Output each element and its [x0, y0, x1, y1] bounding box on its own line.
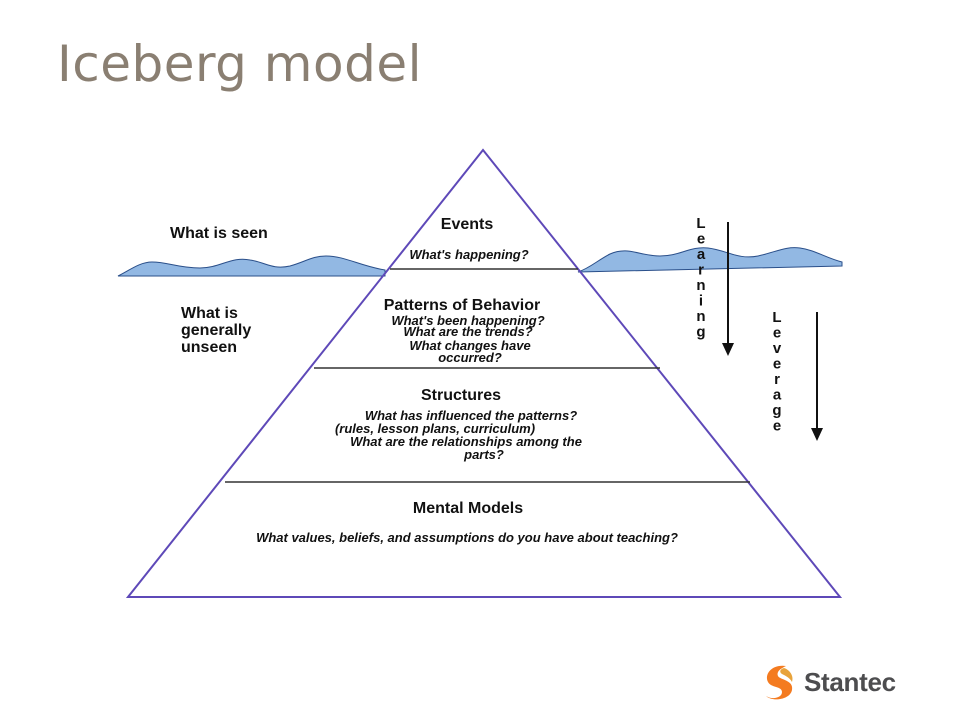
water-left	[117, 255, 386, 277]
layer-title-events: Events	[441, 216, 494, 233]
layer-question-patterns-1: What's been happening?	[391, 313, 544, 328]
learning-letter: L	[696, 215, 705, 232]
layer-title-structures: Structures	[421, 387, 501, 404]
layer-question-structures-2: (rules, lesson plans, curriculum)	[335, 421, 535, 436]
layer-question-structures-4: parts?	[463, 447, 504, 462]
layer-question-events-1: What's happening?	[409, 247, 528, 262]
learning-letter: e	[697, 231, 705, 248]
leverage-letter: e	[773, 356, 781, 373]
iceberg-pyramid	[125, 148, 843, 598]
stantec-logo: Stantec	[760, 662, 896, 702]
unseen-label-line3: unseen	[181, 339, 237, 356]
stantec-logo-text: Stantec	[804, 666, 896, 697]
unseen-label-line1: What is	[181, 305, 238, 322]
layer-question-patterns-4: occurred?	[438, 350, 502, 365]
leverage-letter: L	[772, 309, 781, 326]
leverage-letter: r	[774, 371, 780, 388]
water-right	[577, 247, 843, 273]
learning-letter: a	[697, 246, 706, 263]
leverage-letter: e	[773, 418, 781, 435]
learning-letter: i	[699, 293, 703, 310]
layer-question-structures-3: What are the relationships among the	[350, 434, 582, 449]
learning-letter: r	[698, 262, 704, 279]
layer-question-mental-models-1: What values, beliefs, and assumptions do…	[256, 530, 678, 545]
layer-title-patterns: Patterns of Behavior	[384, 297, 540, 314]
leverage-letter: a	[773, 387, 782, 404]
leverage-letter: e	[773, 325, 781, 342]
layer-question-structures-1: What has influenced the patterns?	[365, 408, 577, 423]
learning-letter: n	[696, 308, 705, 325]
layer-title-mental-models: Mental Models	[413, 500, 523, 517]
slide-title: Iceberg model	[57, 35, 422, 93]
learning-letter: g	[696, 324, 705, 341]
learning-letter: n	[696, 277, 705, 294]
layer-question-patterns-3: What changes have	[409, 338, 530, 353]
leverage-letter: g	[772, 402, 781, 419]
seen-label: What is seen	[170, 225, 268, 242]
leverage-letter: v	[773, 340, 782, 357]
learning-arrow-head-icon	[722, 343, 734, 356]
layer-question-patterns-2: What are the trends?	[403, 324, 532, 339]
leverage-arrow-head-icon	[811, 428, 823, 441]
unseen-label-line2: generally	[181, 322, 251, 339]
stantec-logo-icon	[766, 665, 793, 700]
